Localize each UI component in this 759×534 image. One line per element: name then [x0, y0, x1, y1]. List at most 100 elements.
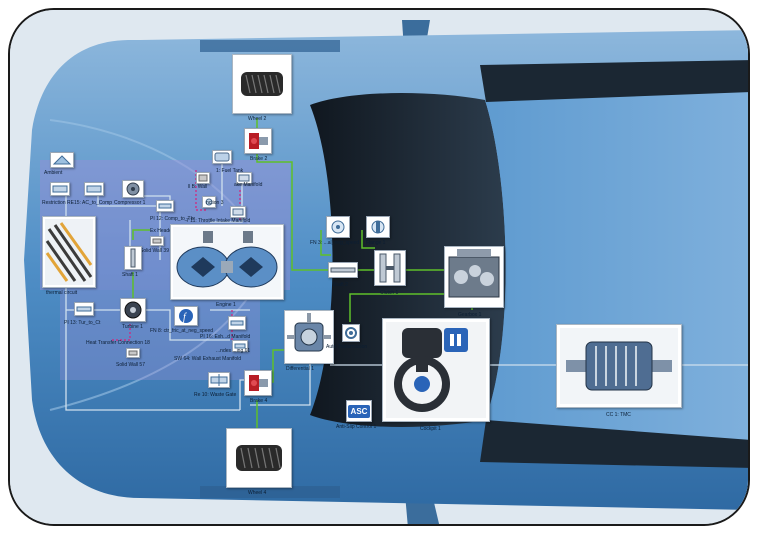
- solid-wall-57-label: Solid Wall 57: [116, 362, 145, 368]
- exhaust-tube-label: ...ndes ...ing 61: [216, 348, 251, 354]
- clutch-label: Clutch 1: [380, 290, 399, 296]
- restriction-icon: [52, 185, 68, 193]
- thermal-circuit-label: thermal circuit: [46, 290, 78, 296]
- shaft-2-block[interactable]: [328, 262, 358, 278]
- cc1-tmc-label: CC 1: TMC: [606, 412, 631, 418]
- compressor-block[interactable]: [122, 180, 144, 198]
- fn-neg-speed-block[interactable]: [326, 216, 350, 238]
- cockpit-block[interactable]: [382, 318, 490, 422]
- intake-manifold-b-label: 7 11: Throttle Intake Manifold: [186, 218, 251, 224]
- pi16-label: PI 16: Exh...d Manifold: [200, 334, 251, 340]
- gearbox-icon: [448, 249, 500, 298]
- brake-2-block[interactable]: [244, 128, 272, 154]
- ambient-label: Ambient: [44, 170, 63, 176]
- pipe-icon: [158, 203, 172, 209]
- exhaust-tube-block[interactable]: [232, 340, 248, 352]
- wall-icon-57: [128, 350, 138, 356]
- auto-transmission-block[interactable]: [342, 324, 360, 342]
- wall-a-block[interactable]: [196, 172, 210, 184]
- pi12-block[interactable]: [156, 200, 174, 212]
- flange-label: Flange 1: [366, 240, 386, 246]
- brake-4-block[interactable]: [244, 370, 272, 396]
- wall-icon: [198, 174, 208, 182]
- junction-a-label: nction 3: [206, 200, 224, 206]
- gearbox-block[interactable]: [444, 246, 504, 308]
- shaft-icon: [130, 248, 136, 268]
- shaft-2-icon: [330, 267, 356, 273]
- solid-wall-39-block[interactable]: [150, 236, 164, 246]
- intake-manifold-b-block[interactable]: [230, 206, 246, 218]
- model-canvas[interactable]: Wheel 2 Brake 2 1: Fuel Tank ake Manifol…: [8, 8, 750, 526]
- pi13-block[interactable]: [74, 302, 94, 316]
- solid-wall-39-label: Solid Wall 39: [140, 248, 169, 254]
- turbine-label: Turbine 1: [122, 324, 143, 330]
- ex-header-label: Ex Header 54: [150, 228, 181, 234]
- wheel-2-label: Wheel 2: [248, 116, 267, 122]
- valve-icon: [210, 374, 228, 386]
- engine-icon: [173, 227, 281, 297]
- tire-icon: [241, 72, 283, 96]
- auto-transmission-label: Auto Transmission: [326, 344, 368, 350]
- heat-exchanger-icon: [560, 328, 678, 404]
- brake-4-icon: [249, 375, 268, 391]
- pi13-label: PI 13: Tur_to_Ct: [64, 320, 101, 326]
- turbine-icon: [124, 301, 142, 319]
- shaft-1-block[interactable]: [124, 246, 142, 270]
- turbine-block[interactable]: [120, 298, 146, 322]
- wheel-4-block[interactable]: [226, 428, 292, 488]
- roof: [485, 90, 748, 450]
- asc-icon: ASC: [347, 404, 371, 418]
- heat-transfer-label: Heat Transfer Connection 18: [86, 340, 150, 346]
- restriction-label: Restriction RE15: AC_to_Comp: [42, 200, 113, 206]
- wall-icon-39: [152, 238, 162, 244]
- fuel-tank-label: 1: Fuel Tank: [216, 168, 244, 174]
- asc-block[interactable]: ASC: [346, 400, 372, 422]
- restriction-icon-b: [86, 185, 102, 193]
- restriction-block-b[interactable]: [84, 182, 104, 196]
- engine-block[interactable]: [170, 224, 284, 300]
- brake-icon: [249, 133, 268, 149]
- fn-ctr-label: FN 8: ctr_fric_at_neg_speed: [150, 328, 214, 334]
- junction-a-block[interactable]: [202, 196, 216, 208]
- fn-ctr-block[interactable]: f: [174, 306, 198, 326]
- restriction-block-a[interactable]: [50, 182, 70, 196]
- cc1-tmc-block[interactable]: [556, 324, 682, 408]
- waste-gate-block[interactable]: [208, 372, 230, 388]
- waste-gate-label: Re 10: Waste Gate: [194, 392, 237, 398]
- thermal-circuit-block[interactable]: [42, 216, 96, 288]
- compressor-icon: [126, 182, 140, 196]
- cockpit-icon: [386, 322, 486, 418]
- shaft-2-label: Shaft 2: [332, 282, 348, 288]
- tube-icon: [234, 343, 246, 349]
- brake-4-label: Brake 4: [250, 398, 268, 404]
- manifold-icon: [238, 174, 250, 182]
- solid-wall-57-block[interactable]: [126, 348, 140, 358]
- clutch-icon: [379, 253, 401, 283]
- differential-icon: [287, 313, 331, 352]
- ambient-block[interactable]: [50, 152, 74, 168]
- clutch-block[interactable]: [374, 250, 406, 286]
- thermal-circuit-icon: [45, 219, 93, 285]
- tire-icon-4: [236, 445, 282, 471]
- flange-block[interactable]: [366, 216, 390, 238]
- wall-a-label: ll B: Wall: [188, 184, 208, 190]
- engine-label: Engine 1: [216, 302, 236, 308]
- gearbox-label: Gearbox 1: [458, 312, 482, 318]
- cockpit-label: Cockpit 1: [420, 426, 441, 432]
- compressor-label: Compressor 1: [114, 200, 146, 206]
- sw64-label: SW 64: Wall Exhaust Manifold: [174, 356, 242, 362]
- function-f-icon: f: [179, 309, 193, 323]
- wheel-2-block[interactable]: [232, 54, 292, 114]
- intake-manifold-a-block[interactable]: [236, 172, 252, 184]
- asc-label: Anti-Slip Control 1: [336, 424, 377, 430]
- pi16-block[interactable]: [228, 316, 246, 330]
- differential-label: Differential 1: [286, 366, 314, 372]
- wheel-4-label: Wheel 4: [248, 490, 267, 496]
- fn-neg-speed-label: FN 3: ...al_neg_speed: [310, 240, 360, 246]
- flange-icon: [371, 220, 385, 234]
- differential-block[interactable]: [284, 310, 334, 364]
- fuel-tank-block[interactable]: [212, 150, 232, 164]
- pipe-icon-16: [230, 320, 244, 326]
- ambient-icon: [52, 155, 72, 165]
- function-icon: [331, 220, 345, 234]
